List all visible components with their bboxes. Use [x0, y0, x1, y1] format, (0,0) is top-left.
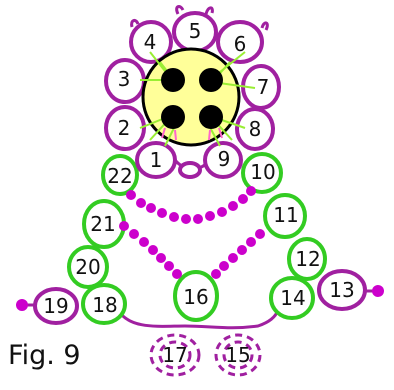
bead — [156, 253, 166, 263]
ring-label-15: 15 — [225, 343, 250, 367]
purple-ring-2 — [104, 105, 146, 151]
figure-caption: Fig. 9 — [8, 340, 81, 371]
ring-label-20: 20 — [75, 255, 100, 279]
ring-label-11: 11 — [273, 203, 298, 227]
bead — [193, 214, 203, 224]
bead-right-end — [372, 285, 384, 297]
dashed-rings — [149, 333, 262, 377]
dashed-ring-17-outer — [149, 333, 201, 377]
ring-label-1: 1 — [150, 148, 163, 172]
ring-label-18: 18 — [92, 293, 117, 317]
bead — [157, 208, 167, 218]
purple-ring-4 — [129, 20, 173, 64]
bead — [181, 214, 191, 224]
ring-label-3: 3 — [118, 67, 131, 91]
ring-label-14: 14 — [280, 286, 305, 310]
ring-label-6: 6 — [234, 32, 247, 56]
purple-ring-13 — [317, 269, 367, 311]
bead — [205, 211, 215, 221]
bead — [228, 201, 238, 211]
dashed-ring-17-inner — [158, 340, 192, 370]
ring-label-7: 7 — [257, 75, 270, 99]
purple-ring-19 — [33, 287, 79, 325]
thread-top-right-picot — [204, 6, 214, 15]
ring-label-16: 16 — [183, 285, 208, 309]
center-motif — [139, 47, 256, 147]
ring-label-5: 5 — [189, 19, 202, 43]
ring-label-4: 4 — [144, 30, 157, 54]
ring-label-12: 12 — [295, 247, 320, 271]
bead — [148, 245, 158, 255]
bead — [228, 253, 238, 263]
ring-label-10: 10 — [250, 160, 275, 184]
purple-ring-8 — [235, 107, 275, 151]
bead — [246, 237, 256, 247]
bead — [238, 194, 248, 204]
bead — [237, 245, 247, 255]
green-ring-22 — [101, 154, 139, 196]
bead-chains — [16, 186, 384, 311]
bead — [255, 229, 265, 239]
bead — [136, 198, 146, 208]
bead — [246, 186, 256, 196]
center-hole-3 — [161, 105, 185, 129]
ring-label-8: 8 — [249, 117, 262, 141]
dashed-ring-15-inner — [222, 340, 254, 370]
ring-label-21: 21 — [90, 212, 115, 236]
bead — [129, 229, 139, 239]
green-ring-14 — [269, 276, 315, 320]
thread-bottom-arc — [116, 309, 280, 330]
green-ring-18 — [81, 283, 127, 325]
ring-label-22: 22 — [107, 164, 132, 188]
ring-labels: 1 2 3 4 5 6 7 8 9 10 11 12 13 14 15 16 1… — [43, 19, 354, 367]
thread-left-picot — [130, 18, 140, 28]
bead — [164, 261, 174, 271]
center-hole-1 — [161, 68, 185, 92]
bead — [119, 221, 129, 231]
bead — [126, 190, 136, 200]
bead — [217, 207, 227, 217]
center-pink-ticks — [161, 127, 223, 141]
ring-label-17: 17 — [162, 343, 187, 367]
ring-label-19: 19 — [43, 294, 68, 318]
bead — [139, 237, 149, 247]
center-hole-2 — [199, 68, 223, 92]
green-ring-12 — [287, 237, 327, 281]
center-hole-4 — [199, 105, 223, 129]
bead — [146, 203, 156, 213]
bead — [219, 261, 229, 271]
dashed-ring-15-outer — [214, 333, 262, 377]
ring-label-9: 9 — [218, 147, 231, 171]
green-ring-16 — [173, 270, 219, 322]
ring-label-2: 2 — [118, 116, 131, 140]
purple-ring-1 — [135, 141, 177, 179]
small-center-ring — [178, 161, 202, 179]
purple-ring-9 — [203, 141, 243, 179]
green-ring-11 — [263, 193, 307, 239]
bead — [169, 212, 179, 222]
green-ring-20 — [67, 245, 109, 289]
thread-right-picot — [260, 21, 269, 31]
thread-top-left-picot — [175, 5, 185, 15]
green-rings — [67, 152, 327, 325]
bead-left-end — [16, 299, 28, 311]
ring-label-13: 13 — [329, 278, 354, 302]
bead — [172, 269, 182, 279]
bead — [211, 269, 221, 279]
purple-ring-6 — [216, 20, 264, 64]
green-ring-10 — [241, 152, 283, 194]
